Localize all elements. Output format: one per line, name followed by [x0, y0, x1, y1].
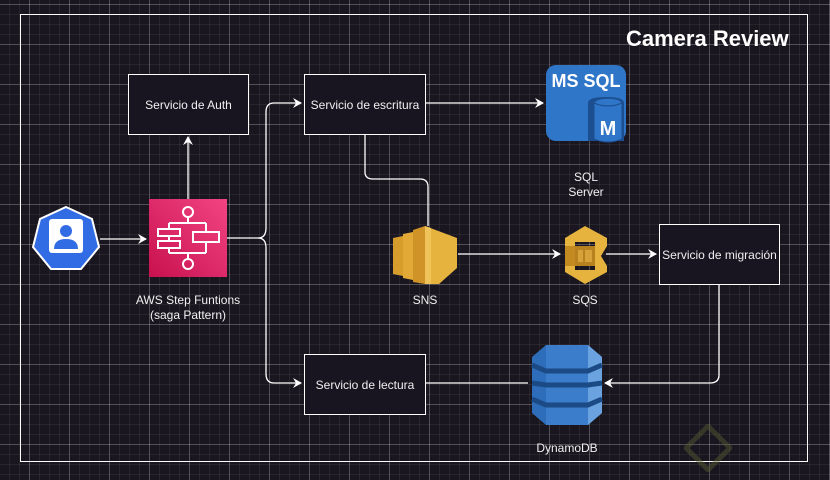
edge-stepfunctions-lectura	[257, 237, 302, 388]
sns-label: SNS	[412, 293, 438, 307]
dynamodb-label: DynamoDB	[536, 441, 598, 455]
sql-icon-badge: M	[600, 118, 617, 140]
sql-server-icon[interactable]: MS SQL M	[544, 63, 644, 147]
migracion-service-box[interactable]: Servicio de migración	[659, 224, 780, 285]
sqs-label: SQS	[572, 293, 598, 307]
step-functions-label-line1: AWS Step Funtions	[135, 293, 241, 307]
diagram-title: Camera Review	[626, 26, 789, 51]
sql-server-label: SQL Server	[544, 170, 628, 200]
step-functions-label: AWS Step Funtions (saga Pattern)	[118, 293, 258, 323]
step-functions-label-line2: (saga Pattern)	[149, 308, 227, 322]
step-functions-icon[interactable]	[149, 199, 227, 277]
escritura-service-label: Servicio de escritura	[310, 97, 420, 112]
sql-server-label-line1: SQL	[573, 170, 598, 184]
sql-icon-text: MS SQL	[551, 71, 620, 91]
user-icon[interactable]	[30, 205, 102, 273]
sql-server-label-line2: Server	[568, 185, 604, 199]
lectura-service-label: Servicio de lectura	[315, 377, 415, 392]
sqs-icon[interactable]	[561, 224, 609, 284]
diagram-frame	[20, 14, 808, 462]
escritura-service-box[interactable]: Servicio de escritura	[304, 74, 426, 135]
lectura-service-box[interactable]: Servicio de lectura	[304, 354, 426, 415]
sns-icon[interactable]	[391, 224, 461, 286]
auth-service-label: Servicio de Auth	[145, 97, 232, 112]
auth-service-box[interactable]: Servicio de Auth	[128, 74, 249, 135]
edge-migracion-dynamodb	[604, 285, 720, 388]
migracion-service-label: Servicio de migración	[662, 247, 777, 262]
edge-escritura-sns	[364, 134, 429, 226]
edge-stepfunctions-escritura	[227, 98, 302, 239]
dynamodb-icon[interactable]	[528, 343, 606, 427]
